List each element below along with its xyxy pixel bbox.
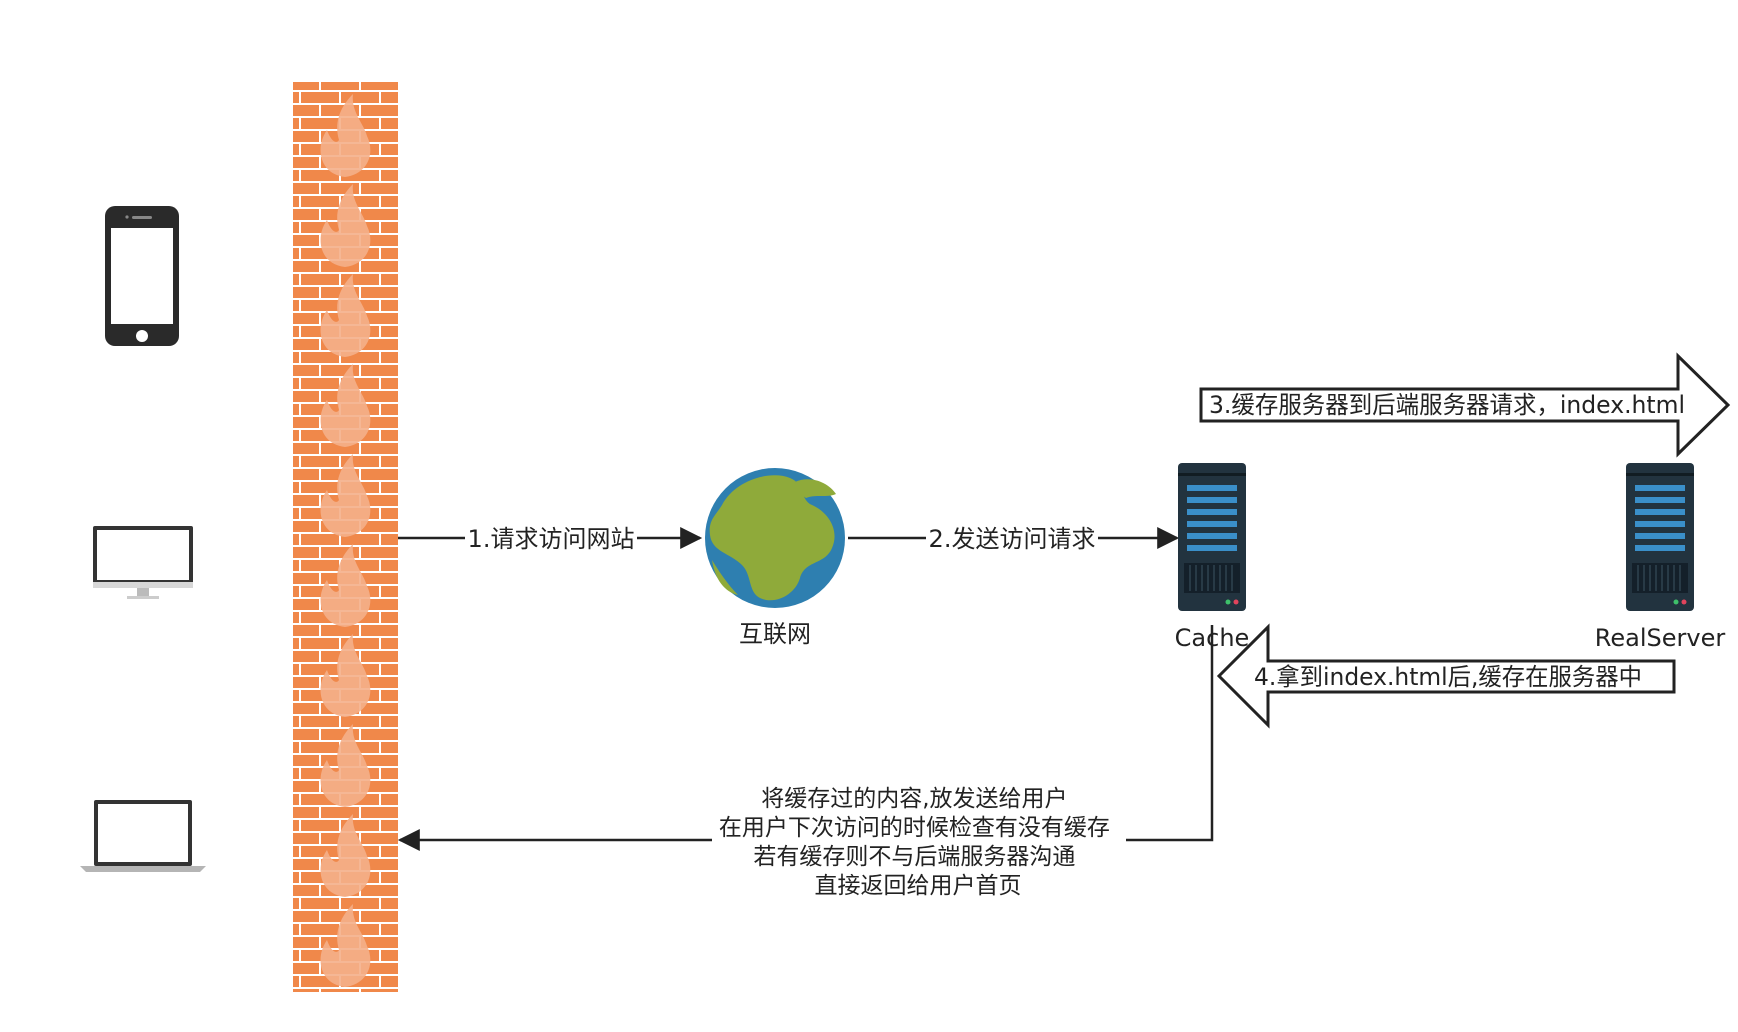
flame-shape — [320, 364, 371, 447]
server-icon — [1178, 463, 1246, 611]
firewall-icon — [293, 82, 398, 992]
flame-shape — [320, 184, 371, 267]
return-note: 将缓存过的内容,放发送给用户 在用户下次访问的时候检查有没有缓存 若有缓存则不与… — [719, 786, 1117, 899]
edge-step2-label: 2.发送访问请求 — [929, 525, 1096, 553]
step3-block-arrow — [1199, 352, 1731, 458]
edge-step1-label: 1.请求访问网站 — [468, 525, 635, 553]
cache-label: Cache — [1175, 624, 1250, 652]
flame-shape — [320, 544, 371, 627]
edge-step4-label: 4.拿到index.html后,缓存在服务器中 — [1254, 663, 1642, 691]
flame-shape — [320, 904, 371, 987]
realserver-label: RealServer — [1595, 624, 1726, 652]
flame-shape — [320, 814, 371, 897]
smartphone-icon — [105, 206, 179, 346]
flame-shape — [320, 274, 371, 357]
return-note-line-3: 若有缓存则不与后端服务器沟通 — [753, 844, 1075, 870]
flame-shape — [320, 634, 371, 717]
laptop-icon — [80, 800, 206, 872]
flame-shape — [320, 724, 371, 807]
desktop-monitor-icon — [93, 526, 193, 599]
return-note-line-4: 直接返回给用户首页 — [815, 873, 1022, 899]
edge-return-line — [397, 625, 1214, 851]
return-note-line-1: 将缓存过的内容,放发送给用户 — [761, 786, 1067, 812]
edge-step3-label: 3.缓存服务器到后端服务器请求，index.html — [1209, 391, 1685, 419]
flame-shape — [320, 94, 371, 177]
return-note-line-2: 在用户下次访问的时候检查有没有缓存 — [719, 815, 1110, 841]
step4-block-arrow — [1216, 623, 1676, 729]
internet-label: 互联网 — [739, 620, 811, 648]
globe-icon — [705, 468, 845, 608]
server-icon — [1626, 463, 1694, 611]
flame-shape — [320, 454, 371, 537]
